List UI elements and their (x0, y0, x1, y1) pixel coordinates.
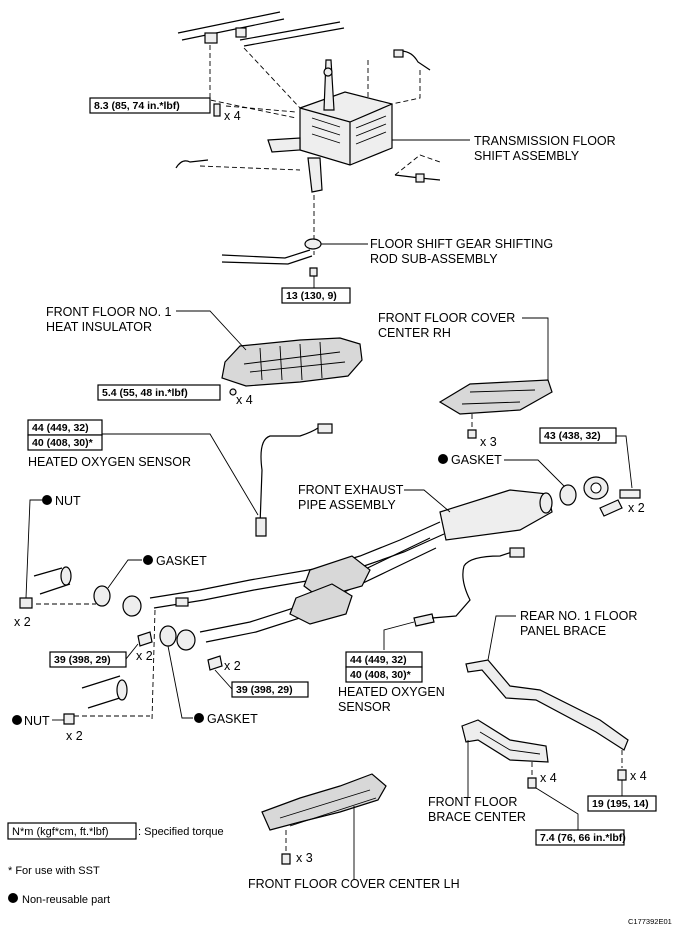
count-left-bolt-1: x 2 (136, 649, 153, 663)
label-sensor-rear-2: SENSOR (338, 700, 391, 714)
label-gasket-rh: GASKET (451, 453, 502, 467)
legend-torque-sample: N*m (kgf*cm, ft.*lbf) (12, 826, 109, 838)
legend-nonreusable-dot (8, 893, 18, 903)
label-exhaust-1: FRONT EXHAUST (298, 483, 404, 497)
torque-panel-brace: 19 (195, 14) (592, 798, 649, 810)
label-gasket-left: GASKET (156, 554, 207, 568)
count-brace-center: x 4 (540, 771, 557, 785)
torque-left-2: 39 (398, 29) (236, 684, 293, 696)
label-brace-center-1: FRONT FLOOR (428, 795, 517, 809)
label-shift-assembly-2: SHIFT ASSEMBLY (474, 149, 580, 163)
count-nut-bottom: x 2 (66, 729, 83, 743)
count-cover-rh: x 3 (480, 435, 497, 449)
nonreusable-dot-gasket-bottom (194, 713, 204, 723)
legend-nonreusable: Non-reusable part (22, 894, 110, 906)
count-nut-top: x 2 (14, 615, 31, 629)
count-heat-insulator: x 4 (236, 393, 253, 407)
front-floor-cover-center-lh (261, 773, 387, 831)
label-shifting-rod-1: FLOOR SHIFT GEAR SHIFTING (370, 237, 553, 251)
legend-sst-note: * For use with SST (8, 865, 100, 877)
front-floor-cover-center-rh (438, 379, 553, 415)
front-floor-heat-insulator (221, 337, 363, 387)
label-brace-center-2: BRACE CENTER (428, 810, 526, 824)
transmission-floor-shift-assembly (175, 11, 441, 255)
count-panel-brace: x 4 (630, 769, 647, 783)
torque-sensor-rear-1: 44 (449, 32) (350, 654, 407, 666)
torque-sensor-front-1: 44 (449, 32) (32, 422, 89, 434)
heated-oxygen-sensor-front (255, 423, 333, 537)
torque-box-shift-bolt: 8.3 (85, 74 in.*lbf) (89, 97, 211, 114)
rear-floor-panel-brace (465, 659, 629, 751)
torque-sensor-rear-2: 40 (408, 30)* (350, 669, 412, 681)
label-heat-insulator-2: HEAT INSULATOR (46, 320, 152, 334)
count-rh-bolt: x 2 (628, 501, 645, 515)
label-exhaust-2: PIPE ASSEMBLY (298, 498, 396, 512)
torque-rod-nut: 13 (130, 9) (286, 290, 337, 302)
nonreusable-dot-nut-bottom (12, 715, 22, 725)
label-gasket-bottom: GASKET (207, 712, 258, 726)
floor-shift-gear-shifting-rod (221, 238, 322, 277)
label-heat-insulator-1: FRONT FLOOR NO. 1 (46, 305, 172, 319)
nonreusable-dot-nut-top (42, 495, 52, 505)
legend-torque-text: : Specified torque (138, 826, 224, 838)
torque-heat-insulator: 5.4 (55, 48 in.*lbf) (102, 387, 188, 399)
label-sensor-rear-1: HEATED OXYGEN (338, 685, 445, 699)
heated-oxygen-sensor-rear (413, 547, 525, 627)
count-left-bolt-2: x 2 (224, 659, 241, 673)
label-nut-bottom: NUT (24, 714, 50, 728)
torque-brace-center: 7.4 (76, 66 in.*lbf) (540, 832, 626, 844)
label-shift-assembly-1: TRANSMISSION FLOOR (474, 134, 616, 148)
count-shift-bolt: x 4 (224, 109, 241, 123)
torque-rh-bolt: 43 (438, 32) (544, 430, 601, 442)
torque-left-1: 39 (398, 29) (54, 654, 111, 666)
legend-torque-box (7, 822, 137, 840)
nonreusable-dot-gasket-rh (438, 454, 448, 464)
figure-code: C177392E01 (628, 917, 672, 926)
legend: N*m (kgf*cm, ft.*lbf) : Specified torque… (7, 822, 224, 906)
label-panel-brace-2: PANEL BRACE (520, 624, 606, 638)
label-cover-rh-2: CENTER RH (378, 326, 451, 340)
label-nut-top: NUT (55, 494, 81, 508)
count-cover-lh: x 3 (296, 851, 313, 865)
torque-sensor-front-2: 40 (408, 30)* (32, 437, 94, 449)
label-cover-lh: FRONT FLOOR COVER CENTER LH (248, 877, 460, 891)
front-floor-brace-center (461, 719, 549, 763)
label-shifting-rod-2: ROD SUB-ASSEMBLY (370, 252, 498, 266)
nonreusable-dot-gasket-left (143, 555, 153, 565)
label-cover-rh-1: FRONT FLOOR COVER (378, 311, 515, 325)
label-sensor-front: HEATED OXYGEN SENSOR (28, 455, 191, 469)
front-exhaust-pipe-assembly (122, 489, 553, 651)
torque-shift-bolt: 8.3 (85, 74 in.*lbf) (94, 100, 180, 112)
label-panel-brace-1: REAR NO. 1 FLOOR (520, 609, 637, 623)
